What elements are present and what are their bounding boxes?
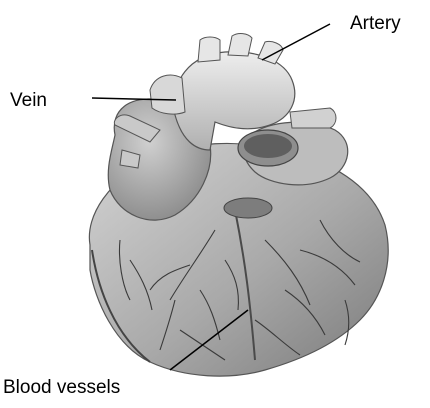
cut-vessel-opening	[224, 198, 272, 218]
vena-cava	[150, 75, 185, 114]
aortic-branch-2	[228, 34, 252, 56]
pulmonary-artery-right	[290, 108, 336, 128]
artery-label: Artery	[350, 14, 401, 33]
blood-vessels-label: Blood vessels	[3, 378, 120, 397]
aortic-branch-1	[198, 37, 220, 62]
vein-label: Vein	[10, 91, 47, 110]
